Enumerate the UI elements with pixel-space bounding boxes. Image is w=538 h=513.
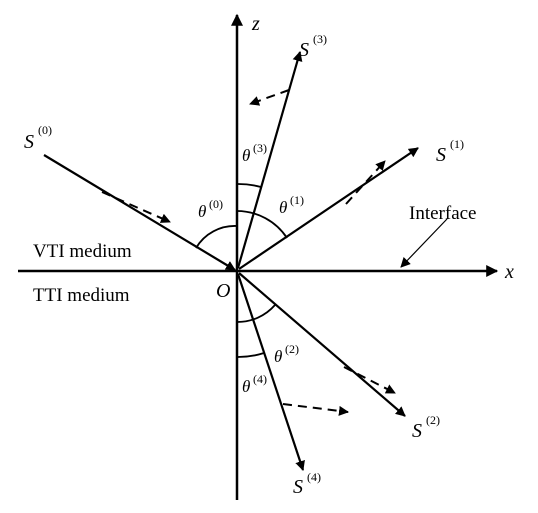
polarization-arrow-s1 xyxy=(345,160,386,205)
ray-s1 xyxy=(238,147,419,270)
interface-label: Interface xyxy=(409,203,477,224)
ray-label-s1-sup: (1) xyxy=(450,137,464,151)
ray-s4 xyxy=(236,273,305,471)
ray-label-s2-sup: (2) xyxy=(426,413,440,427)
angle-label-theta2-sup: (2) xyxy=(285,342,299,356)
ray-label-s2-base: S xyxy=(412,420,422,442)
polarization-arrow-s2 xyxy=(343,366,396,394)
angle-arc-theta4 xyxy=(236,352,265,358)
polarization-arrow-s0 xyxy=(101,191,171,223)
ray-label-s1: S (1) xyxy=(436,137,464,166)
angle-arc-theta1 xyxy=(236,210,288,239)
angle-label-theta4-base: θ xyxy=(242,377,250,396)
angle-label-theta3-base: θ xyxy=(242,146,250,165)
polarization-arrow-s3 xyxy=(249,89,290,106)
ray-label-s0: S (0) xyxy=(24,123,52,153)
angle-label-theta4-sup: (4) xyxy=(253,372,267,386)
angle-label-theta1-sup: (1) xyxy=(290,193,304,207)
angle-arc-theta2 xyxy=(236,304,276,323)
ray-label-s4-base: S xyxy=(293,476,303,498)
ray-label-s3: S (3) xyxy=(299,32,327,61)
ray-label-s3-base: S xyxy=(299,39,309,61)
ray-label-s0-sup: (0) xyxy=(38,123,52,137)
z-axis-label: z xyxy=(251,13,260,35)
angle-label-theta2: θ (2) xyxy=(274,342,299,366)
angle-label-theta2-base: θ xyxy=(274,347,282,366)
angle-label-theta3-sup: (3) xyxy=(253,141,267,155)
angle-arc-theta3 xyxy=(236,183,262,188)
angle-label-theta0: θ (0) xyxy=(198,197,223,221)
angle-label-theta3: θ (3) xyxy=(242,141,267,165)
ray-label-s3-sup: (3) xyxy=(313,32,327,46)
upper-medium-label: VTI medium xyxy=(33,241,132,262)
ray-label-s0-base: S xyxy=(24,131,34,153)
ray-label-s4-sup: (4) xyxy=(307,470,321,484)
ray-s2 xyxy=(238,272,406,417)
angle-label-theta1-base: θ xyxy=(279,198,287,217)
angle-arc-theta0 xyxy=(195,225,238,249)
ray-label-s1-base: S xyxy=(436,144,446,166)
angle-label-theta1: θ (1) xyxy=(279,193,304,217)
x-axis-label: x xyxy=(504,261,514,283)
interface-pointer xyxy=(400,218,448,268)
ray-s0-incident xyxy=(43,154,236,271)
lower-medium-label: TTI medium xyxy=(33,285,130,306)
angle-label-theta0-sup: (0) xyxy=(209,197,223,211)
ray-label-s4: S (4) xyxy=(293,470,321,498)
origin-label: O xyxy=(216,280,230,302)
ray-s3 xyxy=(236,51,303,269)
ray-label-s2: S (2) xyxy=(412,413,440,442)
angle-label-theta4: θ (4) xyxy=(242,372,267,396)
polarization-arrow-s4 xyxy=(282,403,349,416)
angle-label-theta0-base: θ xyxy=(198,202,206,221)
